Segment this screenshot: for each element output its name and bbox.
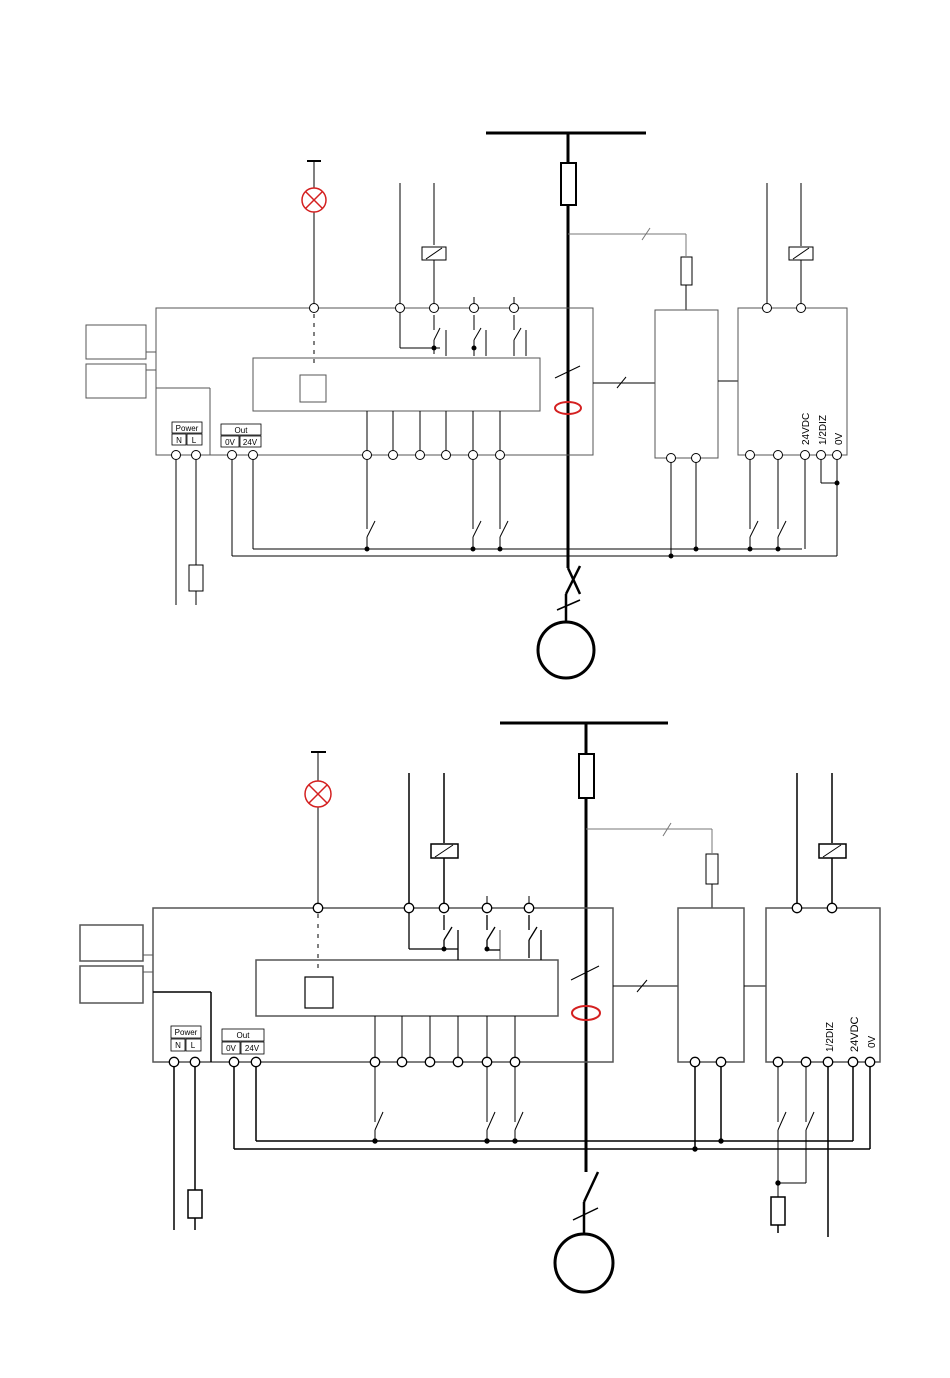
wiring-diagram-bottom (80, 723, 880, 1292)
power-l: L (192, 436, 197, 445)
signal-lamp-icon (302, 188, 326, 212)
side-module-2 (766, 908, 880, 1062)
controller-display (300, 375, 326, 402)
side-label-0v: 0V (834, 432, 845, 445)
relay-contacts-top (400, 308, 526, 356)
controller-display (305, 977, 333, 1008)
out-title: Out (235, 426, 249, 435)
supply-fuse (188, 1190, 202, 1218)
aux-box-1 (80, 925, 143, 961)
top-labels: Power N L Out 0V 24V 24VDC 1/2DIZ 0V (176, 413, 845, 447)
controller-inner-module (256, 960, 558, 1016)
terminals-top (172, 304, 842, 463)
power-l: L (191, 1041, 196, 1050)
motor-switch-blade (584, 1172, 598, 1202)
controller-box (156, 308, 593, 455)
power-title: Power (175, 1028, 198, 1037)
supply-fuse (189, 565, 203, 591)
side-label-diz: 1/2DIZ (818, 415, 829, 445)
out-0v: 0V (226, 1044, 236, 1053)
side-fuse (681, 257, 692, 285)
out-title: Out (237, 1031, 251, 1040)
signal-lamp-icon (305, 781, 331, 807)
motor-symbol (538, 622, 594, 678)
terminals-bottom (169, 903, 874, 1066)
side-label-24vdc: 24VDC (849, 1016, 861, 1052)
side-module-2 (738, 308, 847, 455)
relay-contacts-top (409, 908, 541, 960)
out-24v: 24V (245, 1044, 260, 1053)
wiring-diagram-top (86, 133, 847, 678)
aux-box-1 (86, 325, 146, 359)
motor-symbol (555, 1234, 613, 1292)
out-0v: 0V (225, 438, 235, 447)
bottom-labels: Power N L Out 0V 24V 1/2DIZ 24VDC 0V (175, 1016, 878, 1053)
out-24v: 24V (243, 438, 258, 447)
main-fuse (579, 754, 594, 798)
side-fuse (706, 854, 718, 884)
three-phase-mark (557, 600, 580, 610)
power-n: N (175, 1041, 181, 1050)
main-fuse (561, 163, 576, 205)
input-fuse (771, 1197, 785, 1225)
side-module-1 (655, 310, 718, 458)
side-module-1 (678, 908, 744, 1062)
power-n: N (176, 436, 182, 445)
aux-box-2 (80, 966, 143, 1003)
power-title: Power (176, 424, 199, 433)
side-label-0v: 0V (867, 1035, 878, 1048)
three-phase-mark (573, 1208, 598, 1220)
side-label-diz: 1/2DIZ (825, 1022, 836, 1052)
side-label-24vdc: 24VDC (801, 413, 812, 445)
aux-box-2 (86, 364, 146, 398)
controller-inner-module (253, 358, 540, 411)
